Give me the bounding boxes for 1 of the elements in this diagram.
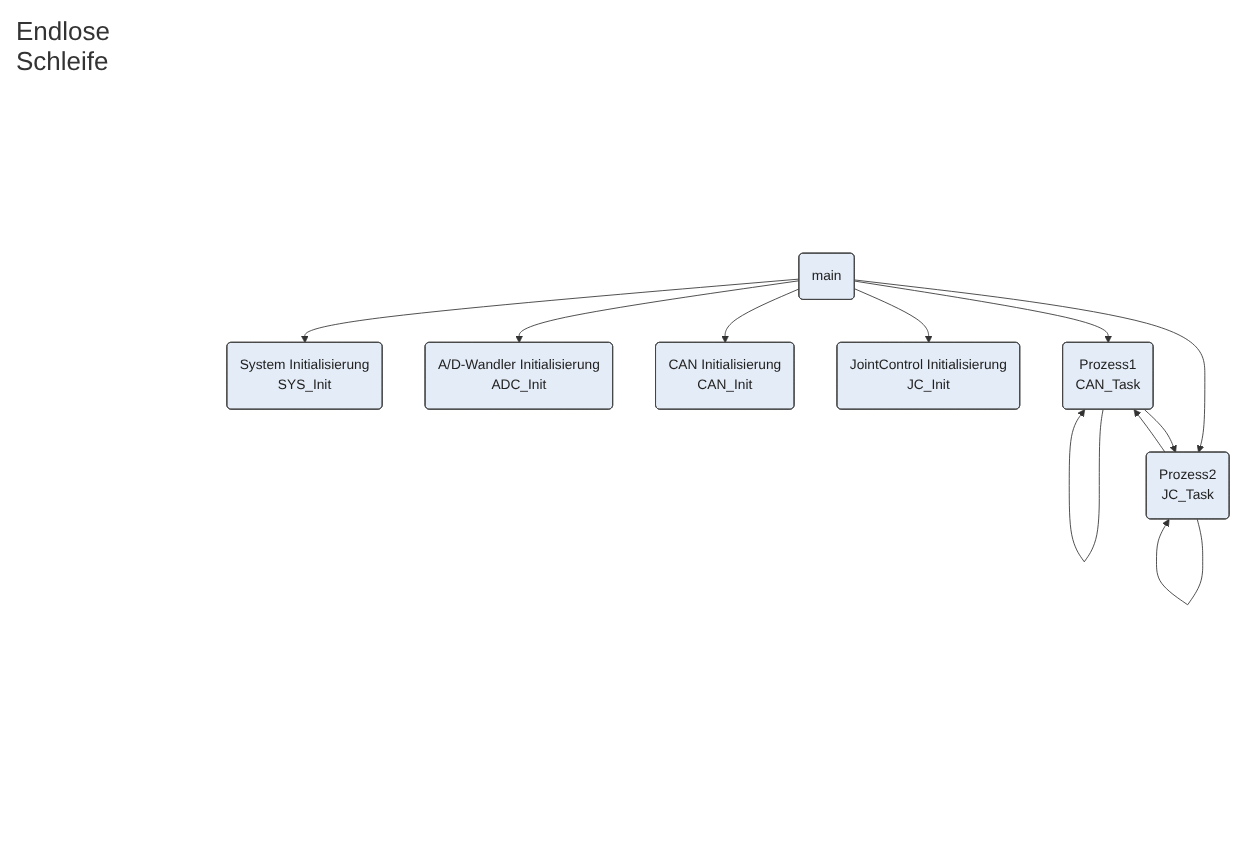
note-text: Endlose Schleife bbox=[16, 16, 112, 76]
